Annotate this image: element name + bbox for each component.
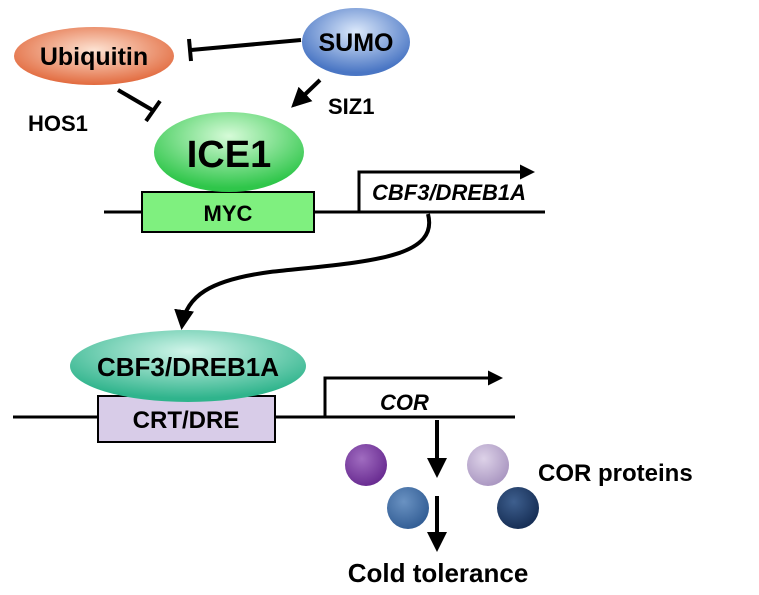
cbf3-expression-arrow — [174, 213, 432, 330]
cor-transcription-arrow — [323, 370, 503, 417]
ice1-label: ICE1 — [187, 134, 271, 176]
siz1-label: SIZ1 — [328, 94, 374, 119]
sumo-inhibits-ubiquitin — [190, 38, 302, 52]
cbf3-gene-label: CBF3/DREB1A — [372, 180, 526, 205]
inhibition-bar-ice1 — [144, 99, 162, 123]
myc-box — [141, 191, 315, 233]
cor-gene-label: COR — [380, 390, 429, 415]
cor-protein-dot-4 — [497, 487, 539, 529]
cor-protein-dot-3 — [387, 487, 429, 529]
cbf3-transcription-arrow — [357, 164, 535, 212]
crt-dre-box — [97, 395, 276, 443]
hos1-inhibits-ice1 — [116, 88, 156, 113]
cold-tolerance-label: Cold tolerance — [348, 558, 529, 588]
cbf3-protein-label: CBF3/DREB1A — [97, 352, 279, 382]
cor-proteins-label: COR proteins — [538, 460, 693, 487]
cor-protein-dot-1 — [345, 444, 387, 486]
cbf3-protein-node — [70, 330, 306, 402]
ubiquitin-node — [14, 27, 174, 85]
sumo-label: SUMO — [319, 29, 394, 57]
hos1-label: HOS1 — [28, 111, 88, 136]
ubiquitin-label: Ubiquitin — [40, 43, 148, 71]
crt-dre-label: CRT/DRE — [133, 407, 240, 434]
myc-label: MYC — [204, 201, 253, 226]
cor-protein-dot-2 — [467, 444, 509, 486]
sumo-node — [302, 8, 410, 76]
ice1-node — [154, 112, 304, 192]
inhibition-bar-ubiquitin — [187, 38, 193, 62]
siz1-arrow — [291, 78, 322, 108]
